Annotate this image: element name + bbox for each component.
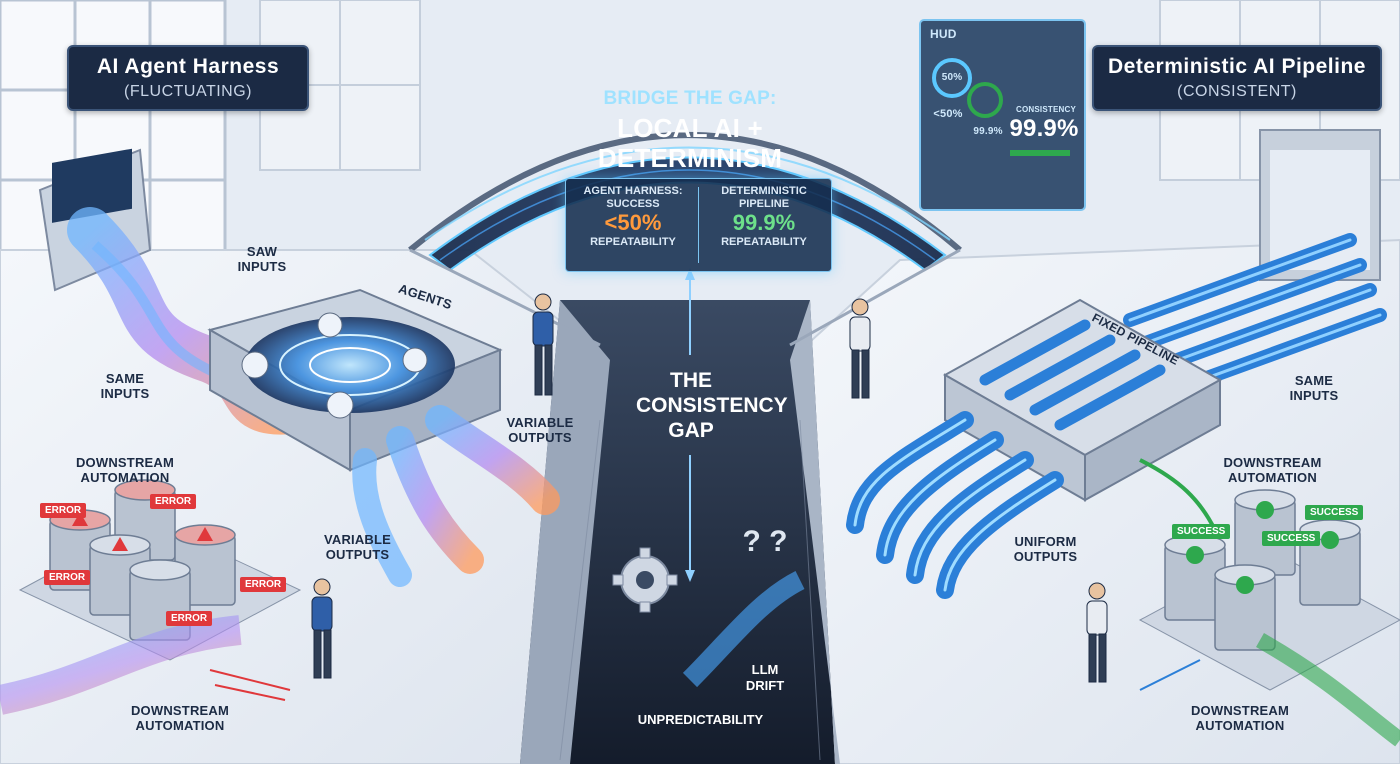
hud-title: HUD bbox=[930, 27, 957, 41]
hud-panel bbox=[919, 19, 1086, 211]
label-saw-inputs: Saw Inputs bbox=[237, 244, 287, 274]
success-tag-2: Success bbox=[1305, 505, 1364, 520]
error-tag-1: Error bbox=[40, 503, 87, 518]
hud-value-1: 50% bbox=[941, 72, 963, 83]
arch-line-1: Bridge the Gap: bbox=[603, 88, 777, 109]
label-downstream-bottom-right: Downstream Automation bbox=[1190, 703, 1290, 733]
stats-right-line2: Pipeline bbox=[738, 197, 790, 210]
gap-question-marks: ? ? bbox=[742, 525, 788, 558]
stats-panel: Agent Harness: Success <50% Repeatabilit… bbox=[565, 178, 832, 272]
stats-left-line1: Agent Harness: bbox=[583, 185, 683, 197]
label-variable-outputs-1: Variable Outputs bbox=[506, 415, 574, 445]
right-database-cluster bbox=[1138, 489, 1400, 691]
stats-right-value: 99.9% bbox=[732, 210, 796, 236]
hud-label: Consistency bbox=[1016, 105, 1076, 114]
right-header-box: Deterministic AI Pipeline (Consistent) bbox=[1092, 45, 1382, 111]
person-figures bbox=[311, 293, 1108, 683]
label-same-inputs-left: Same Inputs bbox=[100, 371, 150, 401]
right-input-belts bbox=[1123, 233, 1387, 402]
success-tag-1: Success bbox=[1172, 524, 1231, 539]
stats-left: Agent Harness: Success <50% Repeatabilit… bbox=[570, 185, 696, 248]
stats-right-line3: Repeatability bbox=[721, 235, 807, 248]
hud-value-2: <50% bbox=[933, 108, 963, 120]
success-tag-3: Success bbox=[1262, 531, 1321, 546]
label-same-inputs-right: Same Inputs bbox=[1289, 373, 1339, 403]
gap-title: The Consistency Gap bbox=[636, 369, 788, 443]
gap-drift: LLM Drift bbox=[745, 662, 785, 693]
label-uniform-outputs: Uniform Outputs bbox=[1013, 534, 1078, 564]
error-tag-5: Error bbox=[166, 611, 213, 626]
fixed-pipeline-box bbox=[942, 298, 1223, 502]
right-header-title: Deterministic AI Pipeline bbox=[1108, 55, 1366, 78]
stats-right: Deterministic Pipeline 99.9% Repeatabili… bbox=[701, 185, 827, 248]
label-downstream-top-left: Downstream Automation bbox=[75, 455, 175, 485]
stats-left-line3: Repeatability bbox=[590, 235, 676, 248]
left-header-box: AI Agent Harness (Fluctuating) bbox=[67, 45, 309, 111]
hud-value-3: 99.9% bbox=[973, 126, 1003, 137]
stats-divider bbox=[698, 187, 699, 263]
error-tag-4: Error bbox=[240, 577, 287, 592]
stats-right-line1: Deterministic bbox=[721, 185, 807, 197]
gear-icon bbox=[612, 547, 678, 613]
stats-left-value: <50% bbox=[604, 210, 662, 236]
left-header-subtitle: (Fluctuating) bbox=[124, 83, 252, 100]
right-header-subtitle: (Consistent) bbox=[1177, 83, 1297, 100]
left-header-title: AI Agent Harness bbox=[96, 55, 280, 78]
hud-big-value: 99.9% bbox=[1009, 115, 1079, 142]
label-downstream-top-right: Downstream Automation bbox=[1223, 455, 1322, 485]
arch-line-2: Local AI + Determinism bbox=[597, 113, 783, 173]
label-downstream-bottom-left: Downstream Automation bbox=[130, 703, 230, 733]
error-tag-2: Error bbox=[150, 494, 197, 509]
error-tag-3: Error bbox=[44, 570, 91, 585]
label-variable-outputs-2: Variable Outputs bbox=[323, 532, 392, 562]
stats-left-line2: Success bbox=[606, 197, 660, 210]
gap-unpredictability: Unpredictability bbox=[637, 712, 764, 727]
